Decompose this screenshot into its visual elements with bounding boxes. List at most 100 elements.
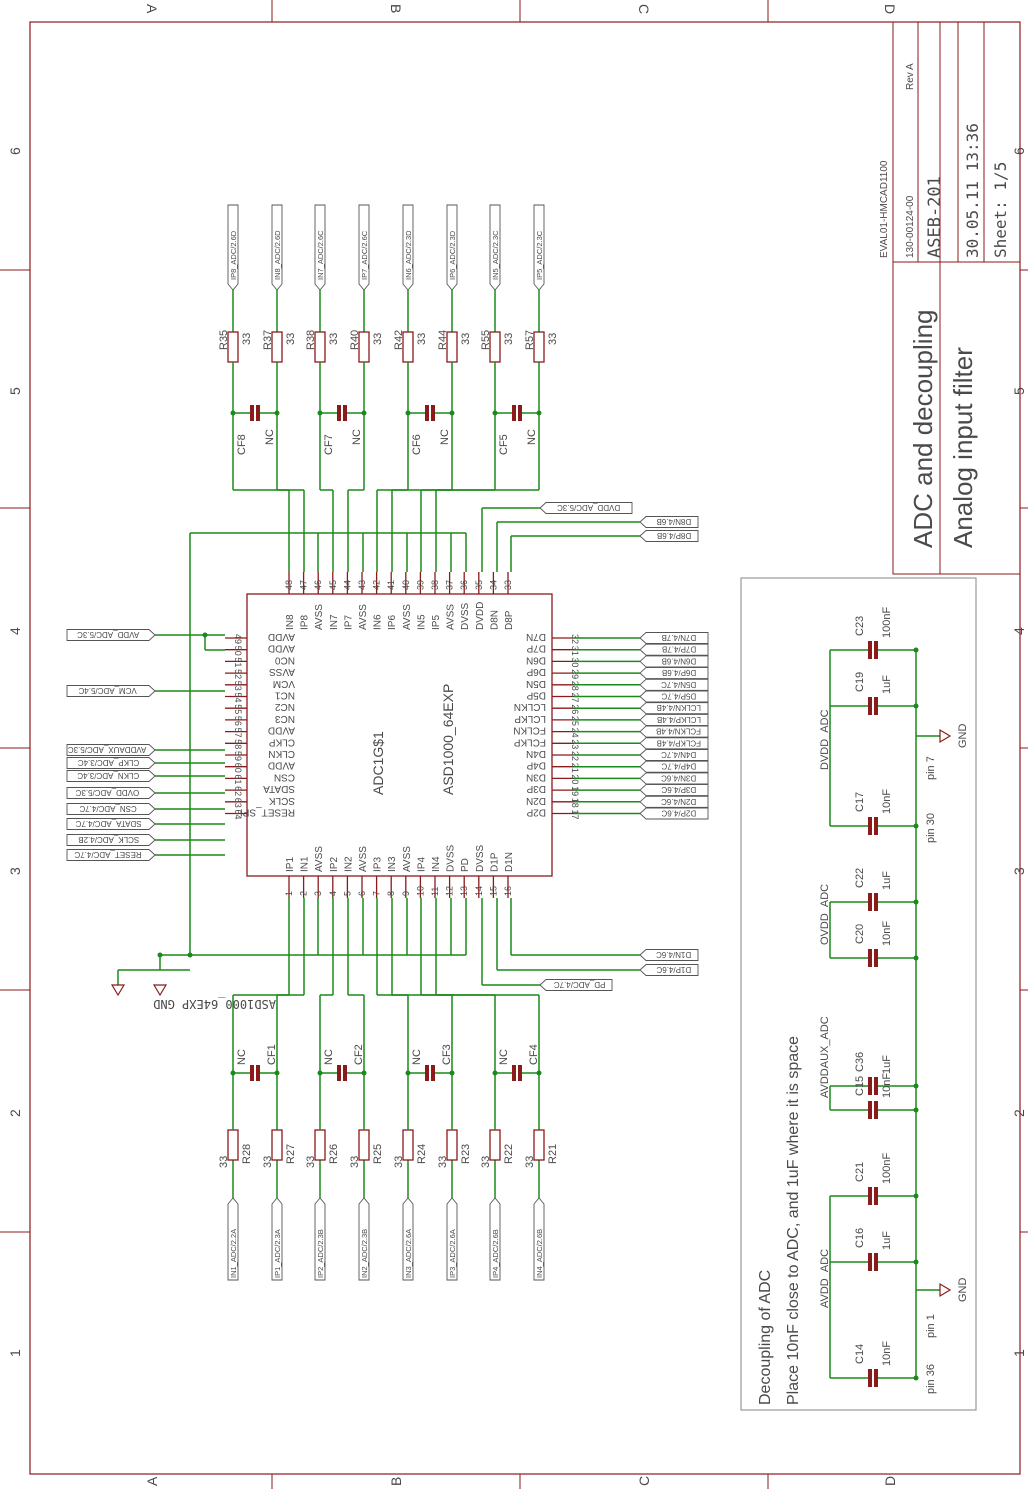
pin-name: NC3 <box>275 713 295 724</box>
row-label-left: 6 <box>7 147 23 155</box>
pin-number: 60 <box>233 763 243 773</box>
row-label-right: 5 <box>1011 387 1027 395</box>
pin-name: CLKP <box>269 736 295 747</box>
cap-value: NC <box>526 429 538 445</box>
pin-number: 49 <box>233 634 243 644</box>
right-net-label: D3P/4.6C <box>661 785 696 794</box>
pin-name: D1N <box>504 852 515 872</box>
row-label-right: 4 <box>1011 627 1027 635</box>
pin-number: 44 <box>342 580 352 590</box>
resistor-body <box>446 1129 458 1161</box>
left-net-label: RESET_ADC/4.7C <box>74 850 141 859</box>
top-input-label: IN7_ADC/2.6C <box>316 230 325 280</box>
top-right-net-label-flag <box>539 502 633 514</box>
decap-ref: C17 <box>854 792 866 812</box>
pin-name: IN2 <box>343 856 354 872</box>
top-input-label: IP6_ADC/2.3D <box>448 230 457 280</box>
row-label-right: 6 <box>1011 147 1027 155</box>
top-input-label: IP8_ADC/2.6D <box>229 230 238 280</box>
right-net-label: D5N/4.7C <box>661 680 696 689</box>
top-input-label: IN8_ADC/2.6D <box>273 230 282 280</box>
row-label-left: 2 <box>7 1109 23 1117</box>
right-net-label-flag <box>639 795 709 808</box>
junction <box>274 1070 280 1076</box>
decap-value: 1uF <box>881 1055 893 1074</box>
right-net-label: LCLKP/4.4B <box>657 715 701 724</box>
resistor-value: 33 <box>437 1156 449 1168</box>
pin-number: 50 <box>233 646 243 656</box>
decap-value: 10nF <box>881 789 893 814</box>
resistor-body <box>358 1129 370 1161</box>
project-name: ASEB-201 <box>925 176 945 258</box>
junction <box>317 410 323 416</box>
pin-name: IP6 <box>387 615 398 630</box>
pin-number: 51 <box>233 657 243 667</box>
pin-name: IP8 <box>300 615 311 630</box>
resistor-ref: R25 <box>372 1144 384 1164</box>
right-net-label-flag <box>639 772 709 785</box>
junction <box>913 1375 919 1381</box>
pin-name: RESET_SPI <box>240 807 295 818</box>
pin-number: 46 <box>313 580 323 590</box>
col-label-top: C <box>636 4 652 14</box>
right-net-label-flag <box>639 749 709 761</box>
cap-ref: CF4 <box>528 1044 540 1065</box>
pin-name: AVDD <box>268 760 295 771</box>
resistor-value: 33 <box>349 1156 361 1168</box>
top-right-net-label-flag <box>639 516 699 528</box>
pin-number: 9 <box>401 891 411 896</box>
pin-name: D8P <box>504 610 515 630</box>
gnd-icon <box>110 984 126 997</box>
decoupling-title: Decoupling of ADC <box>757 1270 774 1405</box>
pin-name: NC1 <box>275 690 295 701</box>
gnd-label: GND <box>957 724 969 749</box>
resistor-value: 33 <box>372 333 384 345</box>
junction <box>449 410 455 416</box>
left-net-label: SDATA_ADC/4.7C <box>75 819 141 828</box>
pin-number: 59 <box>233 751 243 761</box>
right-net-label: D7P/4.7B <box>662 645 696 654</box>
pin-number: 14 <box>474 886 484 896</box>
input-flag <box>402 1197 414 1281</box>
resistor-body <box>402 1129 414 1161</box>
resistor-value: 33 <box>218 1156 230 1168</box>
pin-name: DVDD <box>475 602 486 630</box>
bottom-right-net-label: D1P/4.6C <box>656 965 691 974</box>
pin-name: IP4 <box>416 857 427 872</box>
pin-number: 64 <box>233 810 243 820</box>
left-net-label: SCLK_ADC/4.2B <box>78 835 139 844</box>
pin-number: 38 <box>430 580 440 590</box>
pin-name: AVSS <box>446 604 457 630</box>
junction <box>405 1070 411 1076</box>
right-net-label-flag <box>639 737 709 750</box>
left-net-label: CLKN_ADC/3.4C <box>77 771 139 780</box>
junction <box>913 703 919 709</box>
decap-value: 1uF <box>881 675 893 694</box>
pin-number: 4 <box>328 891 338 896</box>
pin-number: 16 <box>503 886 513 896</box>
resistor-value: 33 <box>480 1156 492 1168</box>
pin-number: 6 <box>357 891 367 896</box>
bottom-input-label: IP4_ADC/2.6B <box>491 1229 500 1278</box>
resistor-value: 33 <box>503 333 515 345</box>
col-label-bottom: D <box>882 1476 898 1486</box>
resistor-value: 33 <box>547 333 559 345</box>
junction <box>405 410 411 416</box>
input-flag <box>227 1197 239 1281</box>
decap-ref: C14 <box>854 1344 866 1364</box>
pin-number: 58 <box>233 739 243 749</box>
input-flag <box>446 1197 458 1281</box>
resistor-ref: R57 <box>524 330 536 350</box>
pin-name: AVDD <box>268 725 295 736</box>
cap-ref: CF5 <box>498 434 510 455</box>
bottom-right-net-label: PD_ADC/4.7C <box>554 980 606 989</box>
bottom-right-net-label-flag <box>639 949 699 961</box>
pin-name: D7N <box>526 631 546 642</box>
resistor-value: 33 <box>393 1156 405 1168</box>
decap-value: 1uF <box>881 1231 893 1250</box>
resistor-value: 33 <box>285 333 297 345</box>
right-net-label: D6P/4.6B <box>662 668 696 677</box>
resistor-ref: R37 <box>262 330 274 350</box>
row-label-right: 2 <box>1011 1109 1027 1117</box>
